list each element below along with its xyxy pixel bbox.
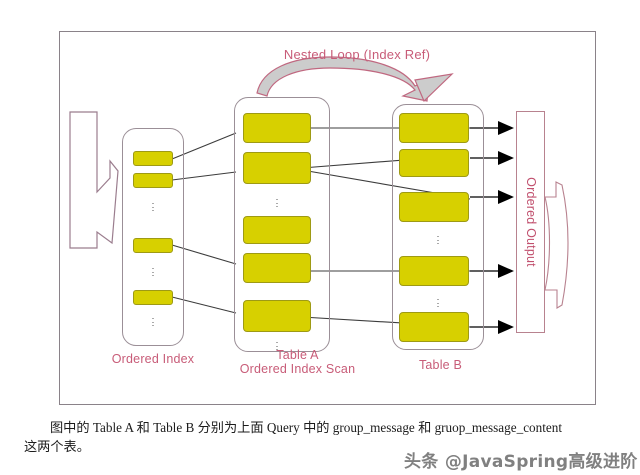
tableb-cell-5 [399,312,469,342]
nested-loop-title: Nested Loop (Index Ref) [283,47,431,62]
tablea-cell-4 [243,253,311,283]
caption-paragraph: 图中的 Table A 和 Table B 分别为上面 Query 中的 gro… [24,418,624,456]
index-ellipsis-1: ... [151,196,155,213]
index-cell-4 [133,290,173,305]
tablea-ellipsis-1: ... [275,192,279,209]
tableb-ellipsis-2: ... [436,292,440,309]
index-cell-2 [133,173,173,188]
tableb-cell-1 [399,113,469,143]
column-table-b [392,104,484,350]
column-table-a [234,97,330,352]
label-table-a: Table A [276,348,319,362]
tablea-ellipsis-2: ... [275,335,279,352]
tableb-ellipsis-1: ... [436,229,440,246]
tableb-cell-3 [399,192,469,222]
ordered-output-box [516,111,545,333]
label-table-a-sublabel: Ordered Index Scan [239,362,356,376]
tableb-cell-4 [399,256,469,286]
index-ellipsis-2: ... [151,261,155,278]
tablea-cell-1 [243,113,311,143]
tablea-cell-3 [243,216,311,244]
column-ordered-index [122,128,184,346]
label-table-b: Table B [418,358,463,372]
tablea-cell-2 [243,152,311,184]
watermark: 头条 @JavaSpring高级进阶 [404,452,638,472]
caption-line-2: 这两个表。 [24,439,90,454]
index-ellipsis-3: ... [151,311,155,328]
index-cell-1 [133,151,173,166]
label-ordered-index: Ordered Index [111,352,195,366]
caption-line-1: 图中的 Table A 和 Table B 分别为上面 Query 中的 gro… [50,420,563,435]
ordered-output-label: Ordered Output [524,177,538,267]
index-cell-3 [133,238,173,253]
tablea-cell-5 [243,300,311,332]
tableb-cell-2 [399,149,469,177]
